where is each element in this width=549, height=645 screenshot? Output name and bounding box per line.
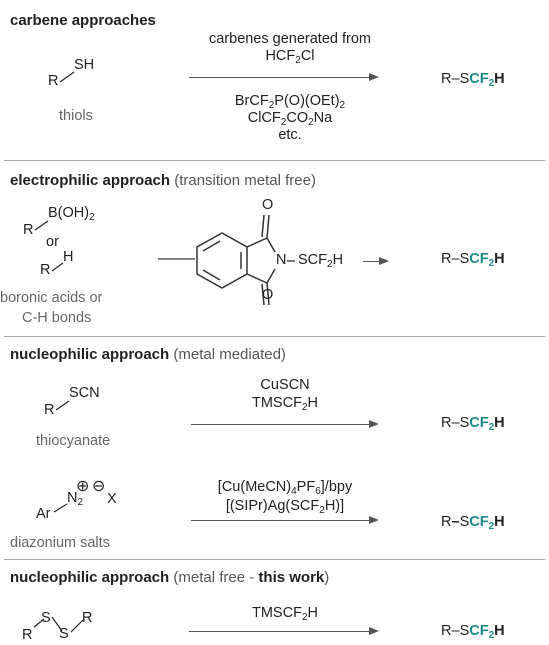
product-1: R–SCF2H <box>441 71 505 89</box>
plus-charge: ⊕ <box>76 478 90 495</box>
ch-r: R <box>40 262 51 278</box>
tmscf2h-reagent-1: TMSCF2H <box>252 395 318 413</box>
divider-1 <box>4 160 545 161</box>
thiol-bond <box>59 71 75 83</box>
boronic-group: B(OH)2 <box>48 205 95 223</box>
product-5: R–SCF2H <box>441 623 505 641</box>
thiols-label: thiols <box>59 108 93 124</box>
carbonyl-o-bottom: O <box>262 287 274 303</box>
carbene-reagent-line3: BrCF2P(O)(OEt)2 <box>234 93 346 111</box>
ch-h: H <box>63 249 74 265</box>
diazonium-arrow <box>191 516 379 524</box>
product-2: R–SCF2H <box>441 251 505 269</box>
ch-bond <box>51 262 64 272</box>
thiol-sh: SH <box>74 57 95 73</box>
phthalimide-structure <box>158 214 295 306</box>
carbene-reagent-line1: carbenes generated from <box>208 31 371 47</box>
divider-3 <box>4 559 545 560</box>
thiocyanate-bond <box>55 400 70 411</box>
imide-n: N <box>276 252 287 268</box>
scf2h-group: SCF2H <box>298 252 344 270</box>
disulfide-s1: S <box>41 610 51 626</box>
minus-charge: ⊖ <box>92 478 106 495</box>
carbene-reagent-line2: HCF2Cl <box>265 48 315 66</box>
disulfide-r2: R <box>82 610 93 626</box>
boronic-label-1: boronic acids or <box>0 290 103 306</box>
heading-carbene: carbene approaches <box>10 12 156 29</box>
boronic-r: R <box>23 222 34 238</box>
diazonium-bond <box>53 503 68 513</box>
thiocyanate-group: SCN <box>69 385 100 401</box>
product-4: R–SCF2H <box>441 514 505 532</box>
diazonium-label: diazonium salts <box>10 535 110 551</box>
divider-2 <box>4 336 545 337</box>
carbonyl-o-top: O <box>262 197 274 213</box>
heading-nucleophilic-free: nucleophilic approach (metal free - this… <box>10 569 330 586</box>
thiocyanate-label: thiocyanate <box>36 433 111 449</box>
boronic-label-2: C-H bonds <box>22 310 92 326</box>
cuscn-reagent: CuSCN <box>260 377 310 393</box>
metal-free-arrow <box>189 627 379 635</box>
or-label: or <box>46 234 59 250</box>
ag-reagent: [(SIPr)Ag(SCF2H)] <box>225 498 345 516</box>
boronic-bond <box>34 220 49 231</box>
carbene-arrow <box>189 73 379 81</box>
heading-nucleophilic-metal: nucleophilic approach (metal mediated) <box>10 346 286 363</box>
disulfide-bonds <box>33 616 84 633</box>
counterion-x: X <box>107 491 117 507</box>
thiocyanate-arrow <box>191 420 379 428</box>
cu-reagent: [Cu(MeCN)4PF6]/bpy <box>217 479 353 497</box>
disulfide-r1: R <box>22 627 33 643</box>
disulfide-s2: S <box>59 626 69 642</box>
tmscf2h-reagent-2: TMSCF2H <box>252 605 318 623</box>
carbene-reagent-line4: ClCF2CO2Na <box>247 110 333 128</box>
carbene-reagent-line5: etc. <box>278 127 302 143</box>
diazonium-ar: Ar <box>36 506 51 522</box>
electrophilic-arrow <box>363 257 389 265</box>
diazonium-n2: N2 <box>67 490 84 508</box>
heading-electrophilic: electrophilic approach (transition metal… <box>10 172 316 189</box>
thiol-r: R <box>48 73 59 89</box>
thiocyanate-r: R <box>44 402 55 418</box>
product-3: R–SCF2H <box>441 415 505 433</box>
